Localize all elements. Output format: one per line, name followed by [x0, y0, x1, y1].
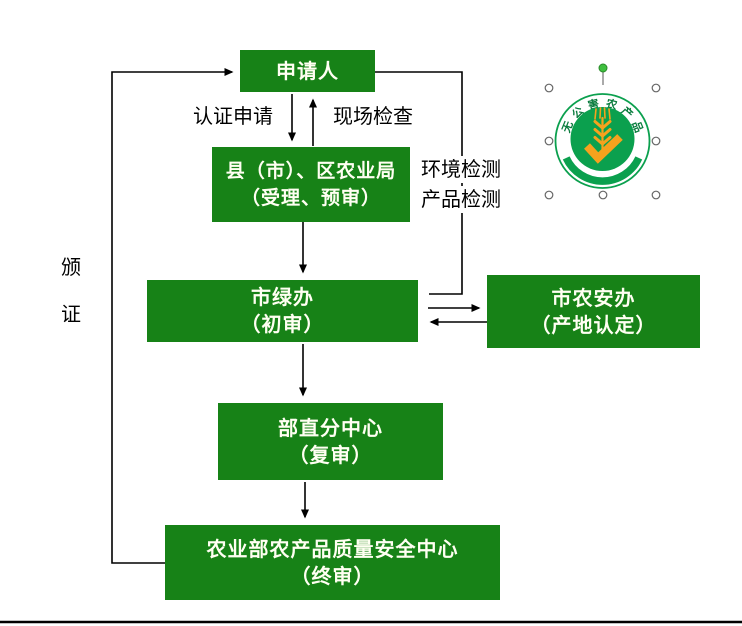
nopollution-produce-logo[interactable]: 无 公 害 农 产 品 — [540, 58, 670, 206]
box-ministry-quality-center[interactable]: 农业部农产品质量安全中心 （终审） — [165, 525, 500, 600]
connector-test-elbow — [375, 71, 463, 295]
box-line: （产地认定） — [530, 312, 657, 337]
selection-handle[interactable] — [544, 136, 554, 146]
logo-emblem: 无 公 害 农 产 品 — [554, 93, 651, 189]
box-line: 市绿办 — [251, 285, 314, 309]
label-issue-certificate-char: 颁 — [61, 255, 81, 279]
box-county-bureau[interactable]: 县（市）、区农业局 （受理、预审） — [212, 147, 410, 222]
box-city-agri-safety-office[interactable]: 市农安办 （产地认定） — [487, 275, 700, 348]
logo-bottom-arc — [562, 156, 643, 185]
box-line: （初审） — [240, 312, 325, 336]
box-line: 申请人 — [276, 58, 339, 83]
selection-handle[interactable] — [598, 190, 608, 200]
box-ministry-branch-center[interactable]: 部直分中心 （复审） — [218, 403, 443, 480]
box-line: 部直分中心 — [278, 415, 383, 440]
selection-handle[interactable] — [544, 83, 554, 93]
selection-handle[interactable] — [651, 136, 661, 146]
rotation-handle[interactable] — [598, 63, 608, 73]
box-line: （受理、预审） — [240, 186, 381, 209]
label-certification-application: 认证申请 — [193, 104, 273, 128]
selection-handle[interactable] — [651, 83, 661, 93]
label-product-test: 产品检测 — [419, 186, 503, 213]
selection-handle[interactable] — [651, 190, 661, 200]
wheat-icon — [593, 107, 612, 156]
box-line: （终审） — [290, 563, 375, 588]
label-environment-test: 环境检测 — [419, 156, 503, 183]
box-city-green-office[interactable]: 市绿办 （初审） — [147, 280, 418, 342]
box-line: 市农安办 — [551, 285, 636, 310]
box-line: （复审） — [288, 442, 373, 467]
selection-handles — [544, 83, 661, 200]
box-applicant[interactable]: 申请人 — [240, 50, 375, 92]
label-issue-certificate: 颁 证 — [61, 254, 81, 328]
box-line: 县（市）、区农业局 — [225, 159, 397, 182]
box-line: 农业部农产品质量安全中心 — [206, 536, 459, 561]
selection-handle[interactable] — [544, 190, 554, 200]
label-site-inspection: 现场检查 — [333, 104, 413, 128]
checkmark-icon — [584, 134, 623, 164]
connector-issue-certificate — [111, 68, 234, 564]
label-issue-certificate-char: 证 — [61, 302, 81, 326]
